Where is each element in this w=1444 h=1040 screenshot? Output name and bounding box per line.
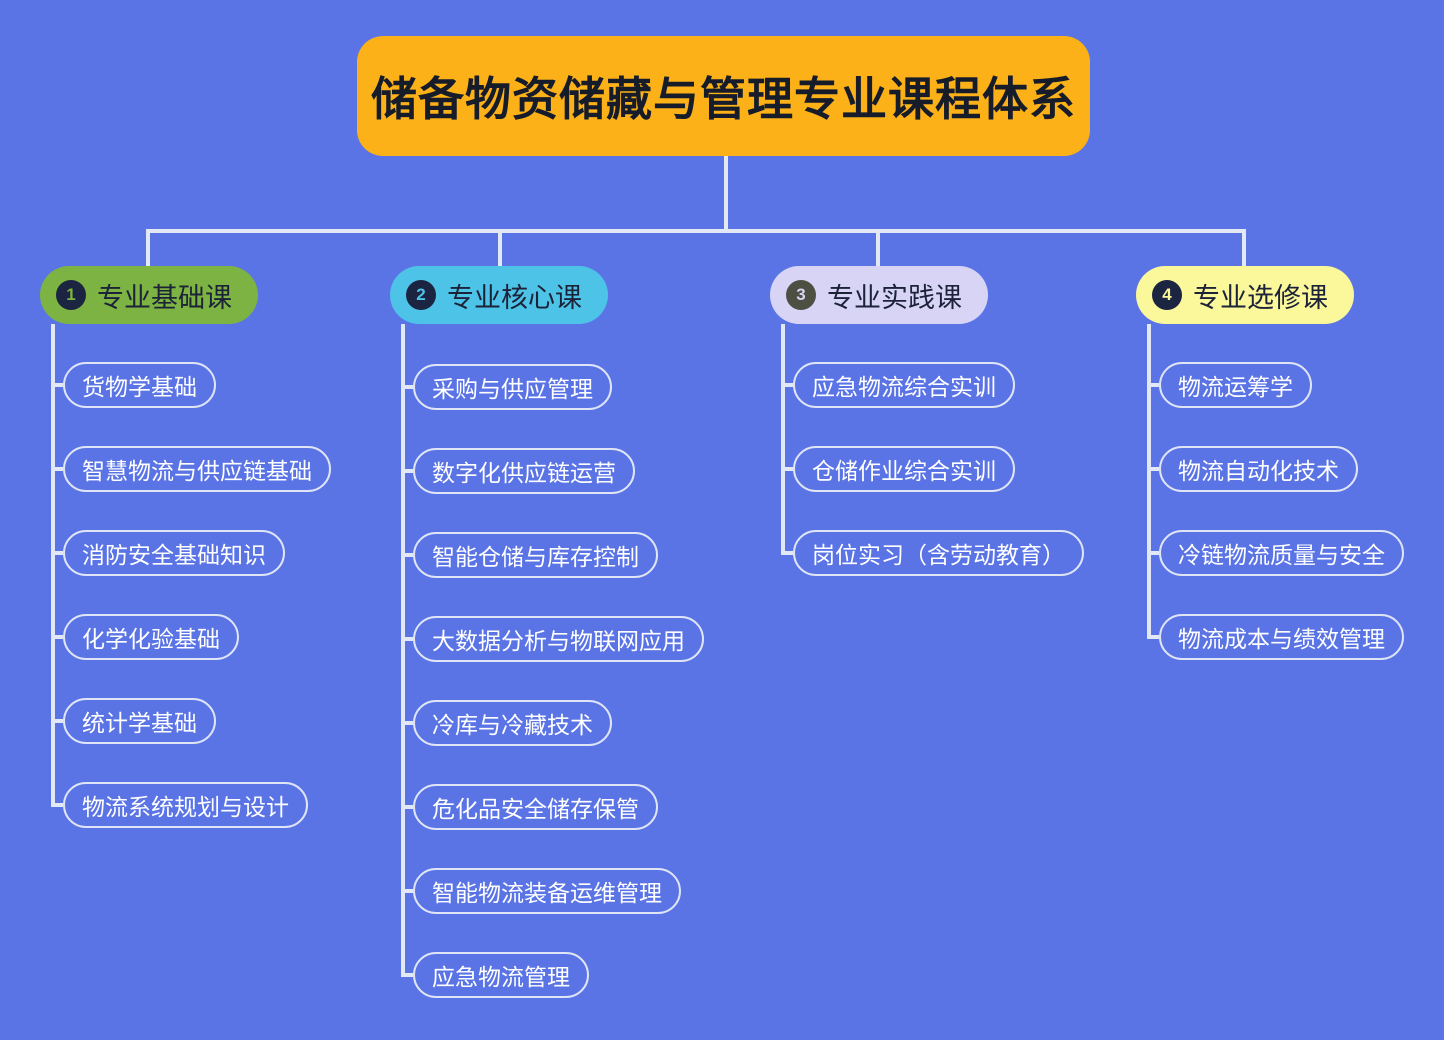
category-chip-1[interactable]: 1 专业基础课 [40, 266, 258, 324]
category-label: 专业基础课 [97, 282, 232, 313]
course-pill[interactable]: 智能仓储与库存控制 [413, 532, 658, 578]
column-spine-2 [401, 324, 405, 975]
course-pill[interactable]: 物流运筹学 [1159, 362, 1312, 408]
item-stub [51, 635, 63, 639]
course-pill[interactable]: 冷库与冷藏技术 [413, 700, 612, 746]
column-spine-3 [781, 324, 785, 553]
category-label: 专业核心课 [447, 282, 582, 313]
course-pill[interactable]: 智慧物流与供应链基础 [63, 446, 331, 492]
course-pill[interactable]: 消防安全基础知识 [63, 530, 285, 576]
item-stub [781, 383, 793, 387]
item-stub [1147, 551, 1159, 555]
course-pill[interactable]: 物流系统规划与设计 [63, 782, 308, 828]
course-pill[interactable]: 统计学基础 [63, 698, 216, 744]
course-pill[interactable]: 应急物流综合实训 [793, 362, 1015, 408]
course-pill[interactable]: 危化品安全储存保管 [413, 784, 658, 830]
course-pill[interactable]: 岗位实习（含劳动教育） [793, 530, 1084, 576]
item-stub [401, 637, 413, 641]
course-pill[interactable]: 应急物流管理 [413, 952, 589, 998]
item-stub [401, 553, 413, 557]
item-stub [401, 721, 413, 725]
bus-connector [146, 229, 1246, 233]
course-pill[interactable]: 化学化验基础 [63, 614, 239, 660]
category-chip-2[interactable]: 2 专业核心课 [390, 266, 608, 324]
course-pill[interactable]: 物流自动化技术 [1159, 446, 1358, 492]
category-number-badge: 2 [406, 280, 436, 310]
item-stub [51, 383, 63, 387]
page-title: 储备物资储藏与管理专业课程体系 [357, 36, 1090, 156]
item-stub [401, 469, 413, 473]
item-stub [1147, 635, 1159, 639]
category-chip-3[interactable]: 3 专业实践课 [770, 266, 988, 324]
item-stub [781, 467, 793, 471]
item-stub [51, 551, 63, 555]
item-stub [781, 551, 793, 555]
item-stub [1147, 467, 1159, 471]
item-stub [1147, 383, 1159, 387]
course-pill[interactable]: 智能物流装备运维管理 [413, 868, 681, 914]
course-pill[interactable]: 数字化供应链运营 [413, 448, 635, 494]
item-stub [51, 467, 63, 471]
category-chip-4[interactable]: 4 专业选修课 [1136, 266, 1354, 324]
branch-drop-1 [146, 229, 150, 271]
branch-drop-2 [498, 229, 502, 271]
item-stub [401, 889, 413, 893]
category-number-badge: 4 [1152, 280, 1182, 310]
category-number-badge: 3 [786, 280, 816, 310]
course-pill[interactable]: 采购与供应管理 [413, 364, 612, 410]
course-pill[interactable]: 冷链物流质量与安全 [1159, 530, 1404, 576]
branch-drop-3 [876, 229, 880, 271]
column-spine-1 [51, 324, 55, 805]
branch-drop-4 [1242, 229, 1246, 271]
item-stub [401, 973, 413, 977]
category-label: 专业选修课 [1193, 282, 1328, 313]
course-pill[interactable]: 大数据分析与物联网应用 [413, 616, 704, 662]
course-pill[interactable]: 仓储作业综合实训 [793, 446, 1015, 492]
course-pill[interactable]: 物流成本与绩效管理 [1159, 614, 1404, 660]
category-label: 专业实践课 [827, 282, 962, 313]
item-stub [51, 803, 63, 807]
category-number-badge: 1 [56, 280, 86, 310]
item-stub [401, 805, 413, 809]
column-spine-4 [1147, 324, 1151, 637]
item-stub [401, 385, 413, 389]
course-pill[interactable]: 货物学基础 [63, 362, 216, 408]
trunk-connector [724, 156, 728, 231]
item-stub [51, 719, 63, 723]
